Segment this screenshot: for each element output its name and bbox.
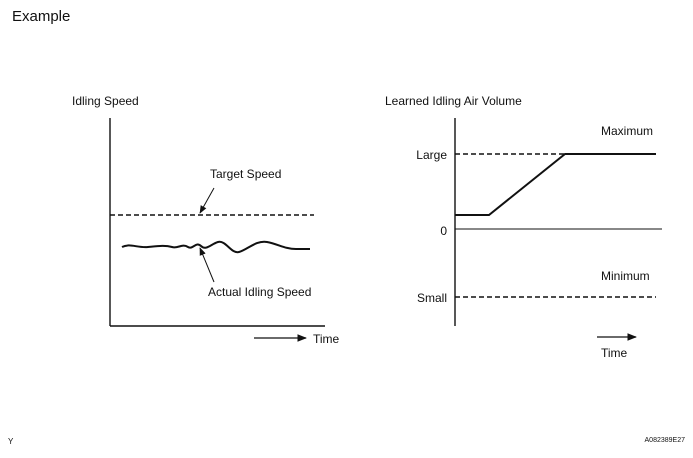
right-chart-title: Learned Idling Air Volume xyxy=(385,94,522,108)
small-label: Small xyxy=(417,291,447,305)
minimum-label: Minimum xyxy=(601,269,650,283)
figure-id: A082389E27 xyxy=(644,437,685,444)
footer-left-mark: Y xyxy=(8,437,14,446)
zero-label: 0 xyxy=(440,224,447,238)
large-label: Large xyxy=(416,148,447,162)
left-chart-title: Idling Speed xyxy=(72,94,139,108)
actual-idling-speed-label: Actual Idling Speed xyxy=(208,285,311,299)
right-time-label: Time xyxy=(601,346,628,360)
actual-speed-pointer xyxy=(199,247,215,283)
target-speed-pointer xyxy=(199,187,215,214)
left-time-label: Time xyxy=(313,332,340,346)
page-title: Example xyxy=(12,8,71,25)
learned-air-volume-line xyxy=(455,153,656,216)
target-speed-label: Target Speed xyxy=(210,167,281,181)
actual-idling-speed-curve xyxy=(121,240,310,254)
maximum-label: Maximum xyxy=(601,124,653,138)
